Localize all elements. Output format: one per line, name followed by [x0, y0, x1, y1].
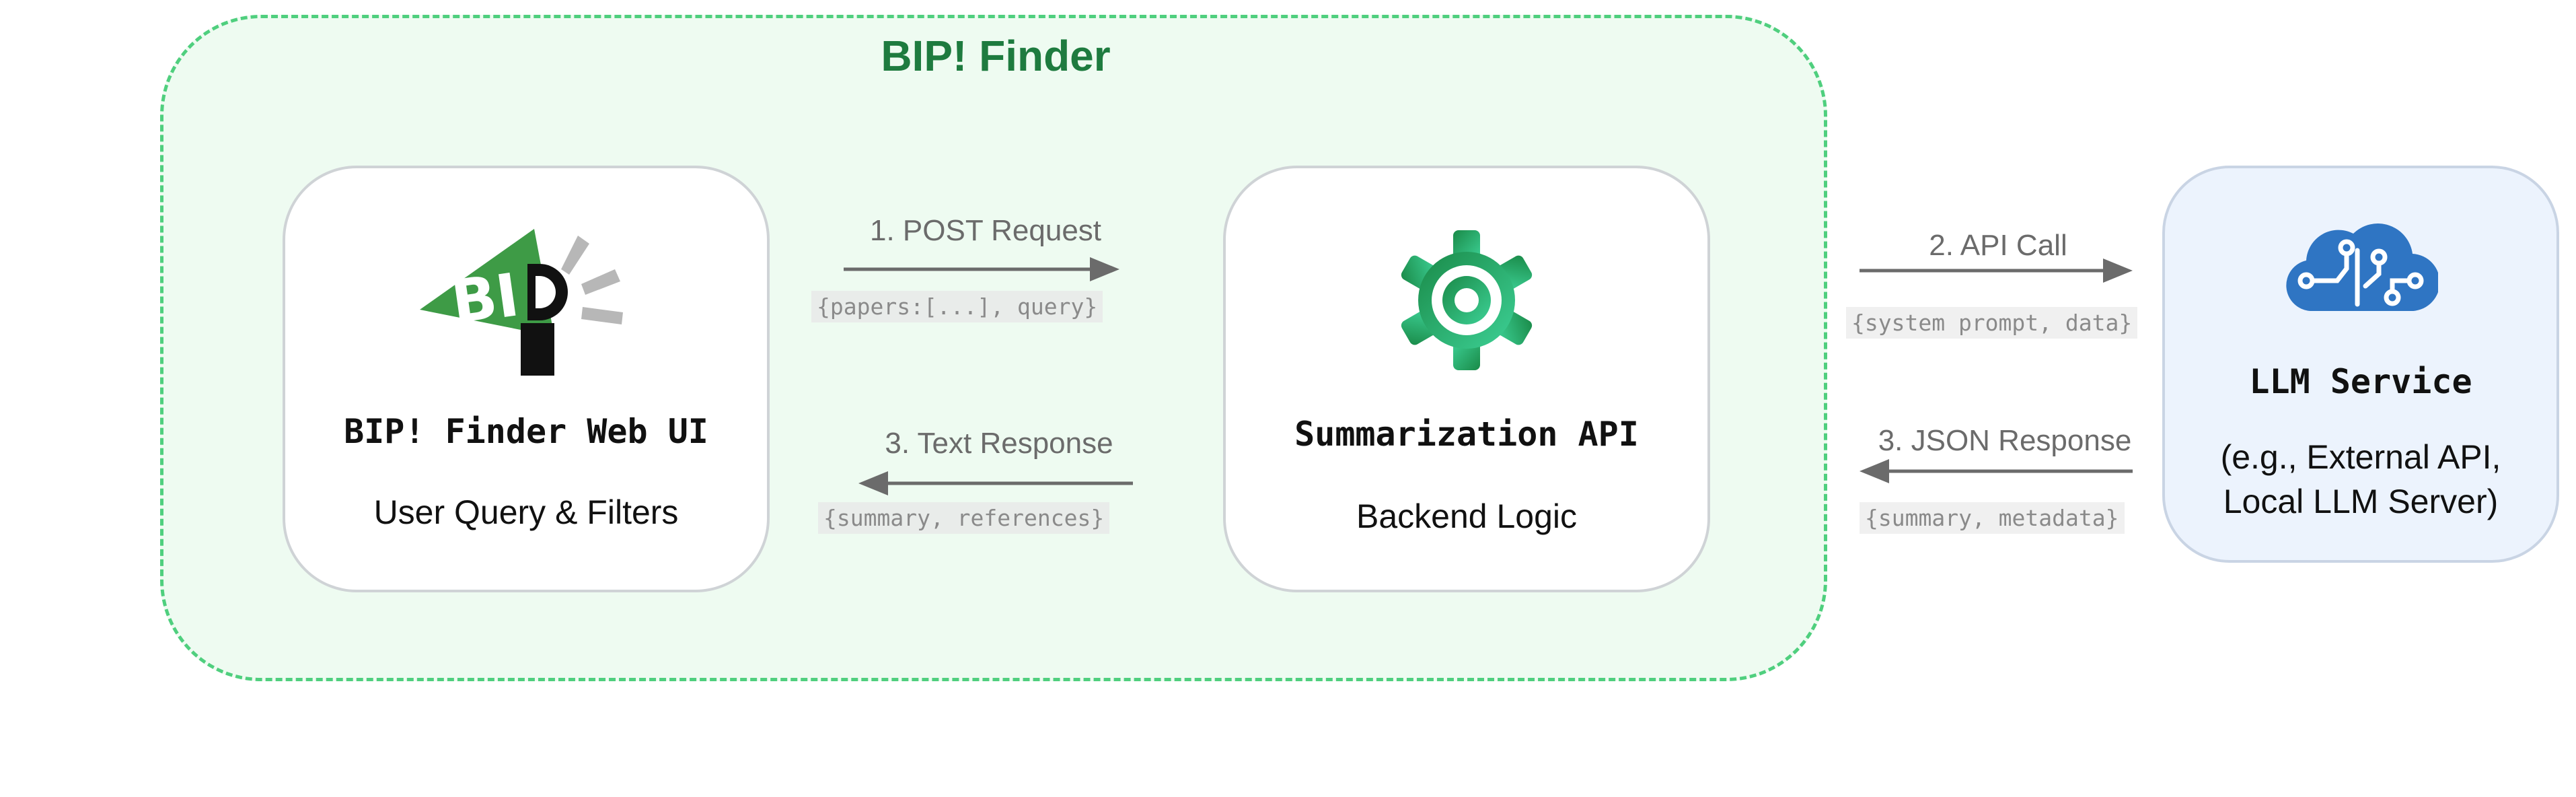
- gear-icon: [1394, 228, 1539, 373]
- svg-text:B: B: [447, 262, 502, 337]
- post-request-payload: {papers:[...], query}: [811, 291, 1103, 322]
- llm-service-title: LLM Service: [2249, 362, 2472, 401]
- bip-logo-icon: B I: [413, 222, 642, 384]
- llm-service-subtitle-line2: Local LLM Server): [2223, 483, 2499, 520]
- json-response-payload: {summary, metadata}: [1860, 502, 2125, 534]
- api-call-label: 2. API Call: [1929, 229, 2067, 262]
- json-response-label: 3. JSON Response: [1878, 424, 2132, 457]
- web-ui-title: BIP! Finder Web UI: [344, 412, 708, 451]
- web-ui-subtitle: User Query & Filters: [373, 493, 679, 531]
- llm-service-card: LLM Service (e.g., External API, Local L…: [2162, 166, 2559, 563]
- api-call-payload: {system prompt, data}: [1846, 307, 2138, 339]
- brain-circuit-cloud-icon: [2283, 223, 2440, 318]
- web-ui-card: B I BIP! Finder Web UI User Query & Filt…: [283, 166, 770, 592]
- summarization-api-card: Summarization API Backend Logic: [1223, 166, 1710, 592]
- post-request-label: 1. POST Request: [869, 214, 1102, 247]
- text-response-payload: {summary, references}: [818, 502, 1110, 534]
- group-title: BIP! Finder: [881, 32, 1111, 80]
- summarization-api-title: Summarization API: [1294, 415, 1639, 454]
- text-response-label: 3. Text Response: [885, 427, 1113, 460]
- llm-service-subtitle-line1: (e.g., External API,: [2220, 438, 2501, 476]
- summarization-api-subtitle: Backend Logic: [1356, 497, 1577, 535]
- json-response-arrowhead: [1860, 459, 1889, 483]
- post-request-arrowhead: [1090, 257, 1119, 281]
- text-response-arrowhead: [858, 471, 888, 495]
- api-call-arrowhead: [2103, 258, 2133, 283]
